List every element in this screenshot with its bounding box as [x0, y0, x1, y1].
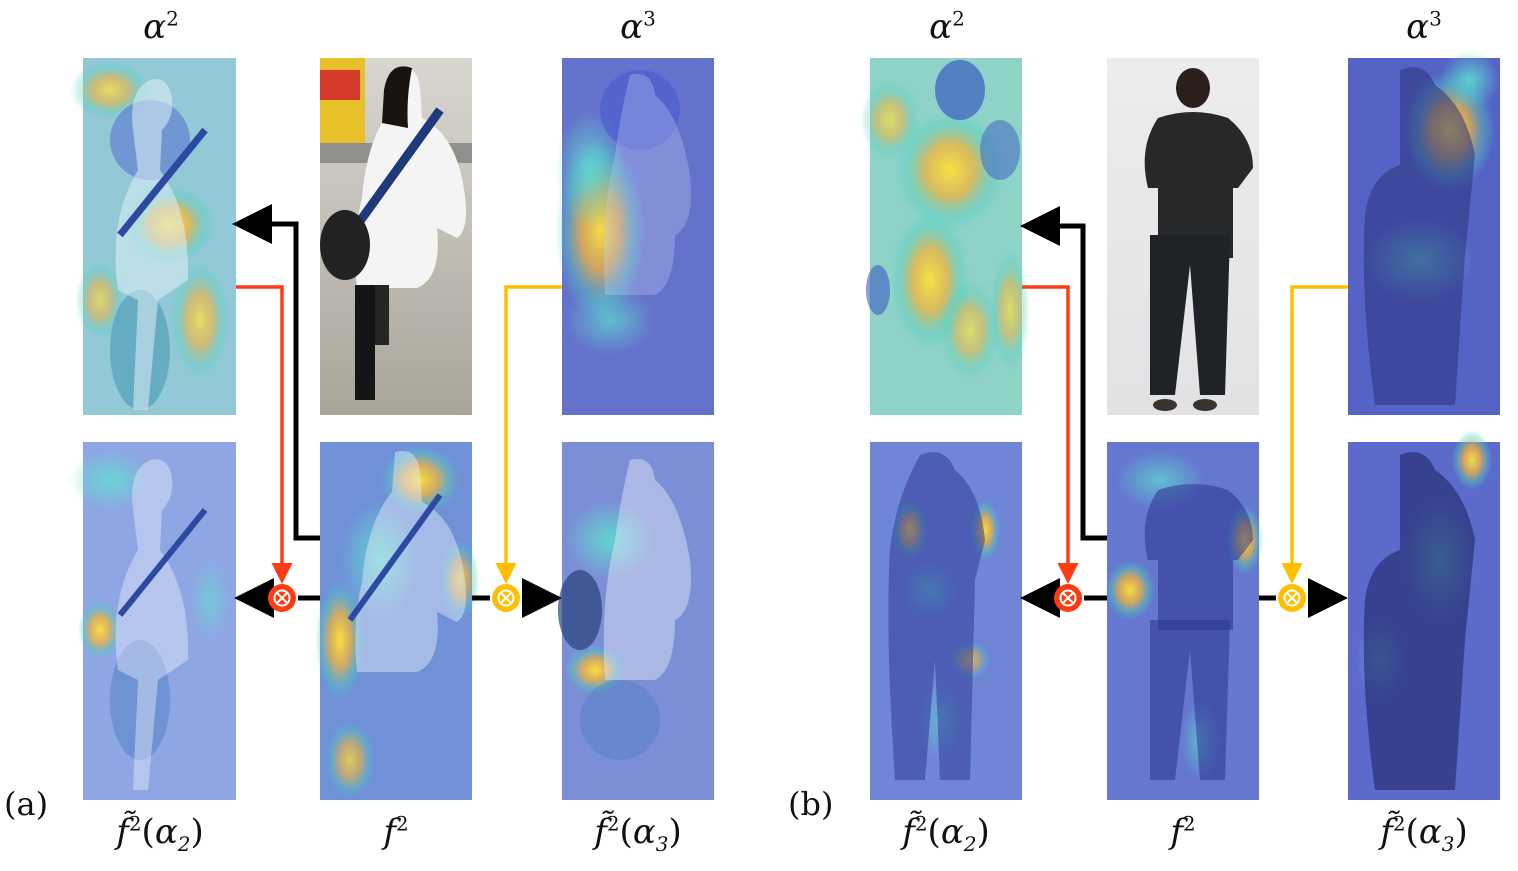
panel-b-input-photo — [1107, 58, 1259, 415]
panel-b-ftilde-alpha3-heatmap — [1348, 430, 1500, 800]
panel-b-alpha3-heatmap — [1348, 50, 1500, 415]
panel-b-ftilde-alpha2-heatmap — [870, 442, 1022, 800]
panel-b-alpha2-heatmap — [860, 58, 1030, 415]
panel-a-input-photo — [320, 58, 472, 415]
panel-b-bottom-center-label: f2 — [1170, 811, 1196, 852]
panel-a-bottom-left-label: f̃2(α2) — [116, 811, 204, 856]
panel-b-top-right-label: α3 — [1406, 6, 1442, 47]
panel-a-tag: (a) — [4, 785, 49, 823]
panel-a-ftilde-alpha3-heatmap — [558, 442, 714, 800]
panel-b-top-left-label: α2 — [929, 6, 965, 47]
panel-a-f2-heatmap — [315, 442, 480, 800]
panel-b-multiply-yellow-icon — [1278, 584, 1306, 612]
panel-b-tag: (b) — [788, 785, 834, 823]
panel-a-multiply-yellow-icon — [492, 584, 520, 612]
panel-a-top-right-label: α3 — [620, 6, 656, 47]
panel-a-top-left-label: α2 — [143, 6, 179, 47]
panel-b-arrows — [1020, 206, 1348, 618]
panel-b-multiply-red-icon — [1054, 584, 1082, 612]
panel-a-multiply-red-icon — [268, 584, 296, 612]
panel-a-alpha2-heatmap — [70, 58, 236, 415]
panel-a-bottom-center-label: f2 — [383, 811, 409, 852]
panel-a-arrows — [232, 204, 562, 618]
panel-a-alpha3-heatmap — [555, 58, 714, 415]
panel-a-ftilde-alpha2-heatmap — [70, 442, 236, 800]
panel-b-bottom-left-label: f̃2(α2) — [902, 811, 990, 856]
panel-b-f2-heatmap — [1105, 442, 1263, 800]
panel-a-bottom-right-label: f̃2(α3) — [594, 811, 682, 856]
panel-b-bottom-right-label: f̃2(α3) — [1380, 811, 1468, 856]
